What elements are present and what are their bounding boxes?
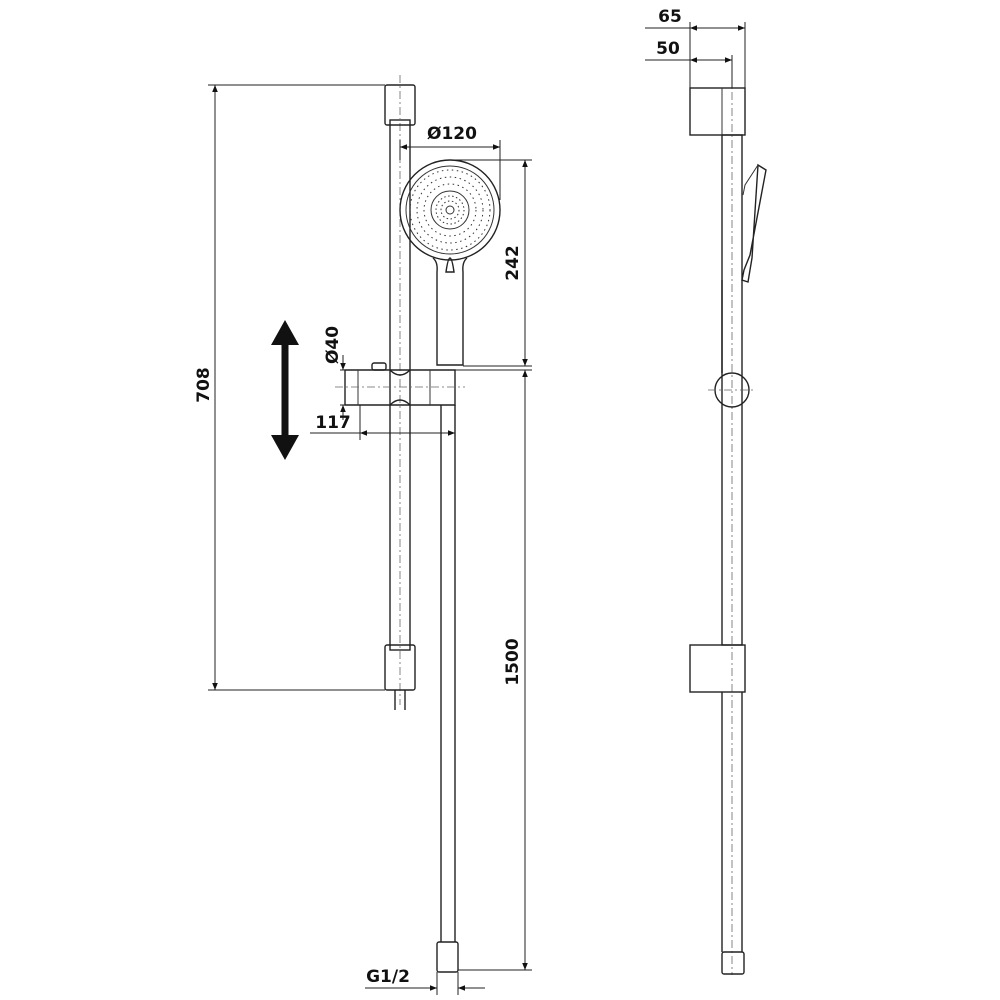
- label-65: 65: [658, 7, 682, 27]
- label-242: 242: [503, 245, 523, 281]
- hand-shower: [399, 159, 501, 366]
- side-view: 65 50: [645, 7, 767, 975]
- hose-nut: [436, 941, 459, 973]
- label-diameter-40: Ø40: [323, 326, 343, 364]
- side-bottom-bracket: [689, 644, 746, 693]
- dimension-rail-length: 708: [194, 84, 385, 691]
- dimension-connection: G1/2: [365, 967, 485, 995]
- adjust-arrow-icon: [271, 320, 299, 460]
- label-50: 50: [656, 39, 680, 59]
- slide-rail: [384, 75, 416, 710]
- slider: [335, 362, 465, 406]
- dimension-hose-length: 1500: [455, 369, 532, 971]
- label-117: 117: [315, 413, 351, 433]
- dimension-bracket-depth-65: 65: [645, 7, 746, 88]
- side-top-bracket: [689, 87, 746, 136]
- dimension-head-diameter: Ø120: [399, 124, 501, 200]
- dimension-slider-projection: 117: [310, 405, 455, 440]
- bottom-rail-bracket: [384, 644, 416, 691]
- top-rail-bracket: [384, 84, 416, 126]
- front-view: 708 Ø120 242 Ø40 117: [194, 75, 532, 995]
- label-708: 708: [194, 367, 214, 403]
- slider-button: [371, 362, 387, 371]
- hose: [436, 405, 459, 973]
- label-1500: 1500: [503, 638, 523, 685]
- dimension-bracket-depth-50: 50: [645, 39, 733, 88]
- label-g1-2: G1/2: [366, 967, 410, 987]
- label-diameter-120: Ø120: [427, 124, 477, 144]
- dimension-slider-diameter: Ø40: [323, 326, 346, 420]
- dimension-handshower-length: 242: [455, 159, 532, 367]
